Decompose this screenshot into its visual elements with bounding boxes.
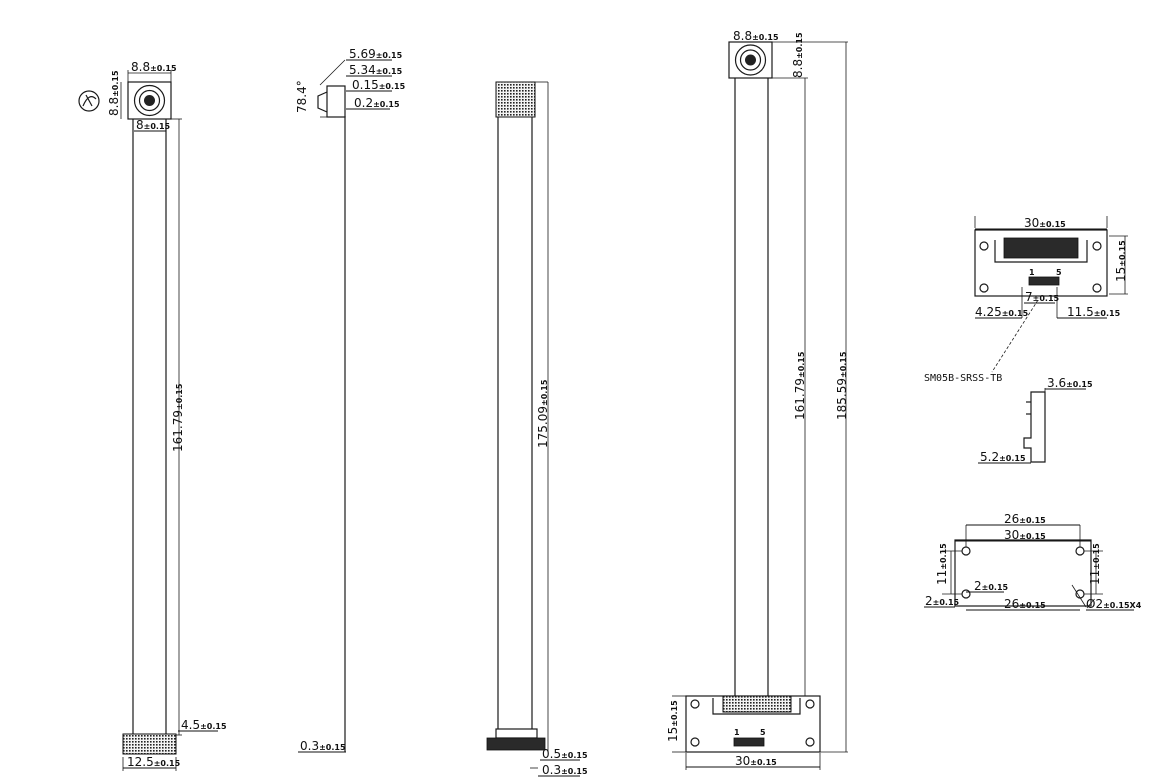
view4-board-width: 30±0.15	[735, 754, 777, 768]
view3-dim-b: 0.3±0.15	[542, 763, 588, 777]
view1-top-width: 8.8±0.15	[131, 60, 177, 74]
view2-dim-b: 5.34±0.15	[349, 63, 403, 77]
view3-back: 175.09±0.15 0.5±0.15 0.3±0.15	[486, 81, 588, 777]
view3-tail-stiffener	[495, 728, 538, 739]
view2-angle: 78.4°	[295, 80, 309, 113]
detail-right-height: 11±0.15	[1088, 543, 1102, 585]
view1-lens-ring	[133, 84, 166, 117]
view4-side-height: 8.8±0.15	[791, 32, 805, 78]
detail-holes: 26±0.15 30±0.15 11±0.15 11±0.15 2±0.15 2…	[924, 512, 1142, 611]
detail-conn-width: 7±0.15	[1025, 290, 1060, 304]
view1-inner-width: 8±0.15	[136, 118, 171, 132]
detail-bottom-span: 26±0.15	[1004, 597, 1046, 611]
view2-side: 78.4° 5.69±0.15 5.34±0.15 0.15±0.15 0.2±…	[295, 47, 406, 753]
detail-sm05b-connector	[1028, 276, 1060, 286]
view2-dim-c: 0.15±0.15	[352, 78, 406, 92]
view4-board-height: 15±0.15	[666, 700, 680, 742]
view4-fpc-connector	[722, 695, 792, 713]
view4-pin-5: 5	[760, 728, 766, 737]
detail-pin-5: 5	[1056, 268, 1062, 277]
view1-tail-width: 12.5±0.15	[127, 755, 181, 769]
detail-right-offset: 11.5±0.15	[1067, 305, 1121, 319]
view4-inner-length: 161.79±0.15	[793, 351, 807, 420]
view1-side-height: 8.8±0.15	[107, 70, 121, 116]
view2-thickness: 0.3±0.15	[300, 739, 346, 753]
view4-sm05b-connector	[733, 737, 765, 747]
view2-dim-d: 0.2±0.15	[354, 96, 400, 110]
detail-left-offset: 4.25±0.15	[975, 305, 1029, 319]
view1-lens-ring-inner	[138, 89, 161, 112]
rotation-symbol-icon	[78, 90, 100, 112]
view4-assembly: 8.8±0.15 8.8±0.15 161.79±0.15 185.59±0.1…	[666, 29, 849, 770]
view1-lens	[144, 95, 155, 106]
detail-side-profile	[1023, 391, 1046, 463]
detail-holes-width: 30±0.15	[1004, 528, 1046, 542]
detail-side-dim-b: 5.2±0.15	[980, 450, 1026, 464]
detail-hole-diameter: Ø2±0.15X4	[1086, 597, 1142, 611]
detail-board: 1 5 30±0.15 15±0.15 7±0.15 4.25±0.15 11.…	[924, 216, 1128, 384]
view1-tail-height: 4.5±0.15	[181, 718, 227, 732]
view4-top-width: 8.8±0.15	[733, 29, 779, 43]
detail-board-width: 30±0.15	[1024, 216, 1066, 230]
detail-board-height: 15±0.15	[1114, 240, 1128, 282]
detail-pin-1: 1	[1029, 268, 1035, 277]
view4-pin-1: 1	[734, 728, 740, 737]
view1-length: 161.79±0.15	[171, 383, 185, 452]
detail-side-dim-a: 3.6±0.15	[1047, 376, 1093, 390]
view2-dim-a: 5.69±0.15	[349, 47, 403, 61]
connector-part-label: SM05B-SRSS-TB	[924, 373, 1002, 384]
detail-hole-span: 26±0.15	[1004, 512, 1046, 526]
view3-length: 175.09±0.15	[536, 379, 550, 448]
view3-tail-connector	[486, 737, 546, 751]
detail-side: 3.6±0.15 5.2±0.15	[978, 376, 1093, 464]
view3-top-connector	[495, 81, 536, 118]
view4-lens-ring	[734, 44, 767, 76]
view2-camera-profile	[326, 85, 346, 118]
view1-front: 8.8±0.15 8.8±0.15 8±0.15 161.79±0.15 4.5…	[78, 60, 227, 771]
detail-edge-offset: 2±0.15	[925, 594, 960, 608]
detail-holes-outline	[954, 539, 1092, 607]
detail-left-height: 11±0.15	[935, 543, 949, 585]
view1-tail-connector	[122, 733, 177, 755]
detail-inner-offset: 2±0.15	[974, 579, 1009, 593]
view4-lens	[745, 54, 756, 66]
detail-fpc-connector	[1003, 237, 1079, 259]
view3-dim-a: 0.5±0.15	[542, 747, 588, 761]
view4-total-length: 185.59±0.15	[835, 351, 849, 420]
